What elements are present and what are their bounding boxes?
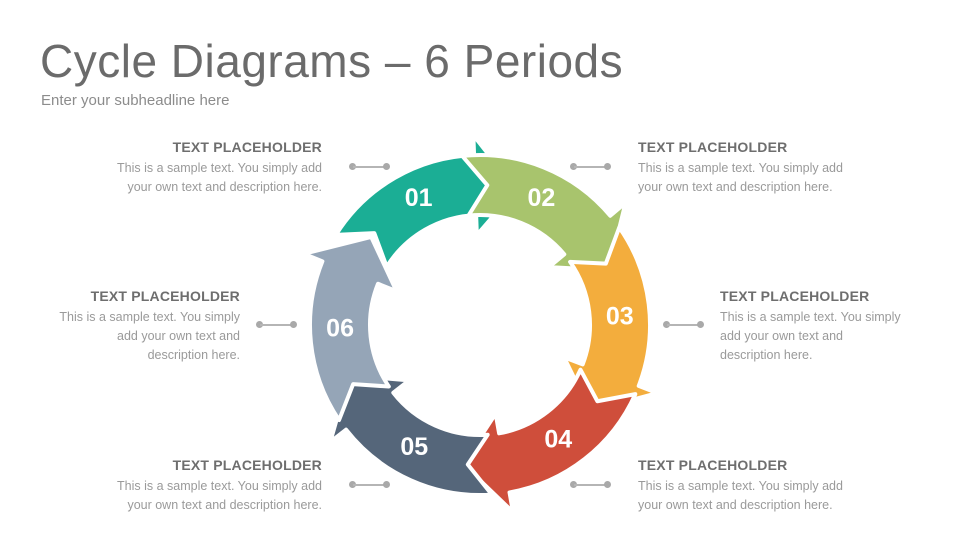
block-03-desc-line: This is a sample text. You simply [720,310,901,324]
connector-dot-04a [570,481,577,488]
block-01-desc-line: This is a sample text. You simply add [117,161,322,175]
block-01-desc-line: your own text and description here. [127,180,322,194]
block-01-heading: TEXT PLACEHOLDER [172,139,322,155]
connector-dot-06b [290,321,297,328]
block-03-heading: TEXT PLACEHOLDER [720,288,870,304]
cycle-number-01: 01 [405,184,433,212]
text-block-05: TEXT PLACEHOLDER This is a sample text. … [82,456,322,515]
text-block-03: TEXT PLACEHOLDER This is a sample text. … [720,287,960,365]
connector-dot-01b [383,163,390,170]
connector-dot-03a [663,321,670,328]
connector-dot-03b [697,321,704,328]
block-06-desc-line: description here. [147,348,240,362]
block-02-desc-line: your own text and description here. [638,180,833,194]
connector-dot-05a [349,481,356,488]
cycle-number-06: 06 [326,314,354,342]
block-03-description: This is a sample text. You simply add yo… [720,308,960,365]
connector-dot-04b [604,481,611,488]
block-05-desc-line: your own text and description here. [127,498,322,512]
block-05-desc-line: This is a sample text. You simply add [117,479,322,493]
cycle-number-02: 02 [527,184,555,212]
cycle-arrow-06 [301,234,399,423]
connector-line-03 [667,324,699,326]
block-02-desc-line: This is a sample text. You simply add [638,161,843,175]
block-04-desc-line: This is a sample text. You simply add [638,479,843,493]
block-01-description: This is a sample text. You simply add yo… [82,159,322,197]
text-block-04: TEXT PLACEHOLDER This is a sample text. … [638,456,878,515]
block-05-description: This is a sample text. You simply add yo… [82,477,322,515]
block-03-desc-line: add your own text and [720,329,843,343]
connector-dot-01a [349,163,356,170]
block-03-desc-line: description here. [720,348,813,362]
cycle-arrow-02 [460,153,628,273]
cycle-number-03: 03 [606,302,634,330]
text-block-01: TEXT PLACEHOLDER This is a sample text. … [82,138,322,197]
connector-line-02 [574,166,606,168]
block-04-description: This is a sample text. You simply add yo… [638,477,878,515]
page-subtitle: Enter your subheadline here [41,92,230,109]
block-06-desc-line: add your own text and [117,329,240,343]
cycle-number-04: 04 [544,426,572,454]
block-06-description: This is a sample text. You simply add yo… [0,308,240,365]
connector-line-04 [574,484,606,486]
block-02-heading: TEXT PLACEHOLDER [638,139,788,155]
block-06-desc-line: This is a sample text. You simply [59,310,240,324]
connector-line-06 [260,324,292,326]
block-04-desc-line: your own text and description here. [638,498,833,512]
connector-dot-02b [604,163,611,170]
text-block-06: TEXT PLACEHOLDER This is a sample text. … [0,287,240,365]
connector-line-01 [353,166,385,168]
block-06-heading: TEXT PLACEHOLDER [90,288,240,304]
block-02-description: This is a sample text. You simply add yo… [638,159,878,197]
cycle-number-05: 05 [400,433,428,461]
connector-dot-05b [383,481,390,488]
block-04-heading: TEXT PLACEHOLDER [638,457,788,473]
block-05-heading: TEXT PLACEHOLDER [172,457,322,473]
connector-dot-06a [256,321,263,328]
connector-line-05 [353,484,385,486]
text-block-02: TEXT PLACEHOLDER This is a sample text. … [638,138,878,197]
page-title: Cycle Diagrams – 6 Periods [40,35,624,87]
connector-dot-02a [570,163,577,170]
